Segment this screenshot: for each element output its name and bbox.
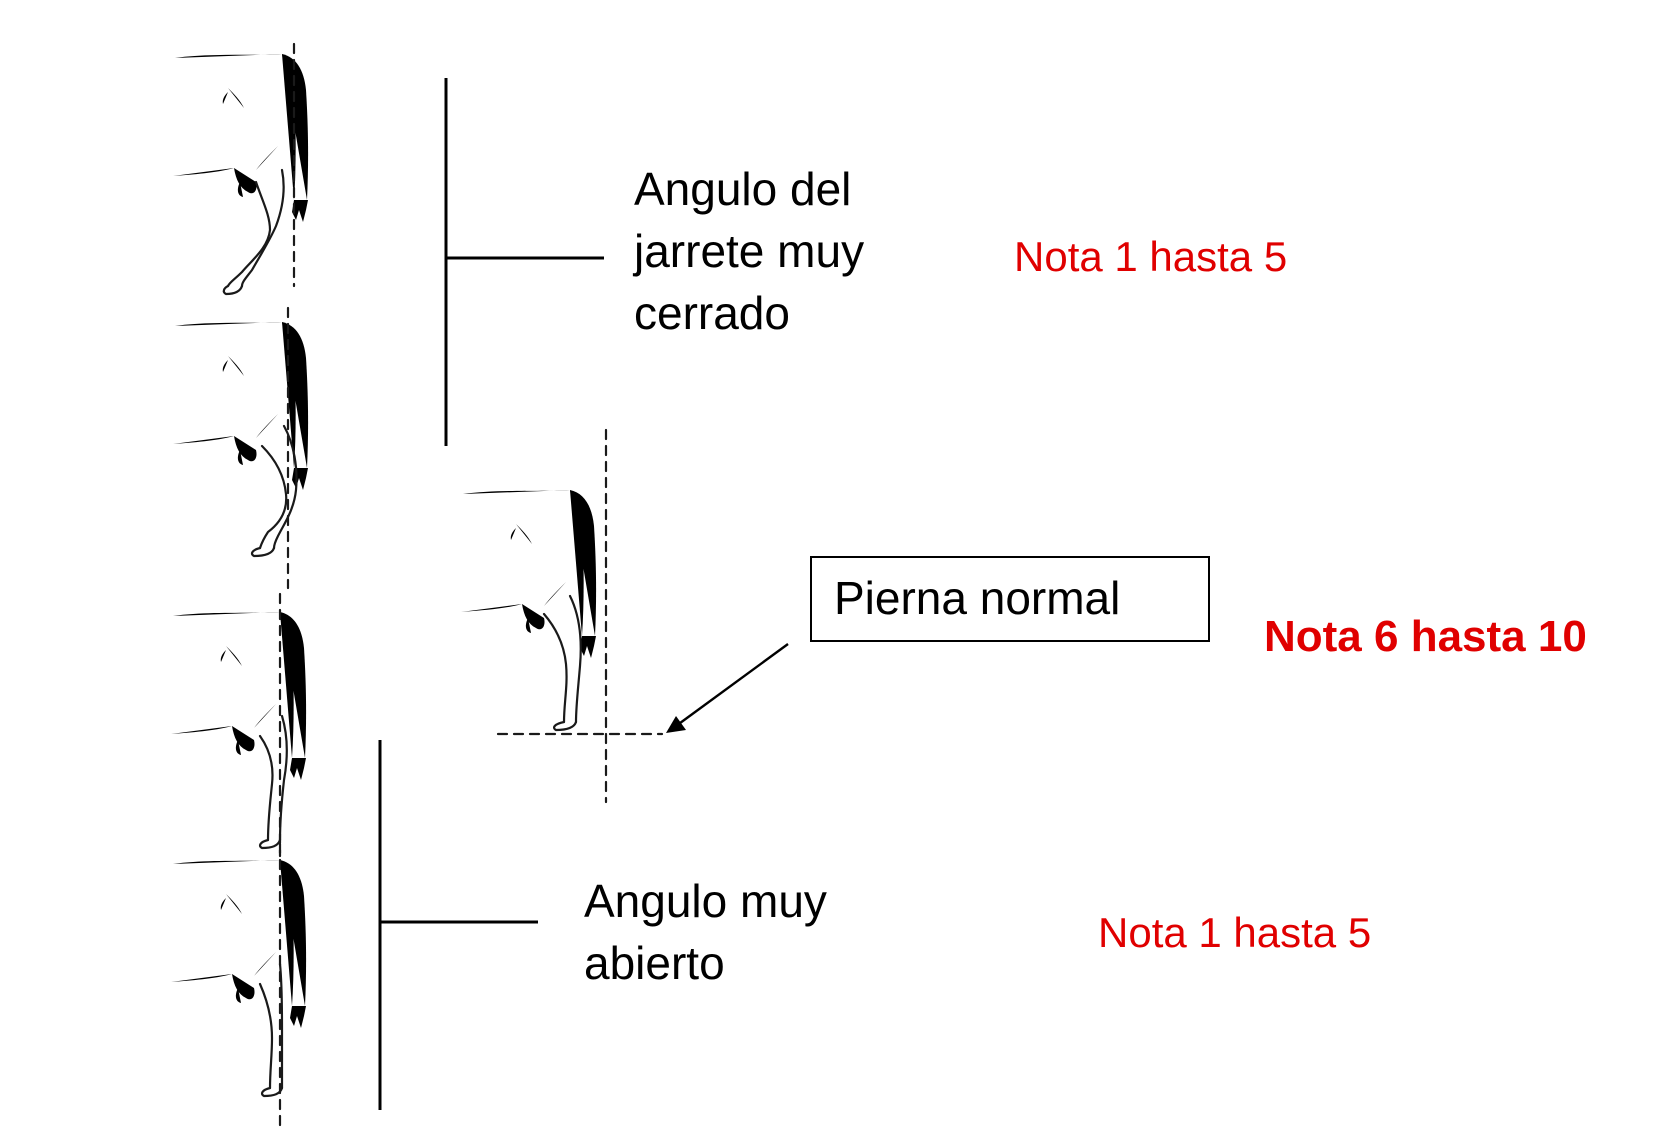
score-open-angle: Nota 1 hasta 5: [1098, 909, 1372, 956]
closed-angle-label-line-1: Angulo del: [634, 163, 852, 215]
open-angle-label-line-1: Angulo muy: [584, 875, 827, 927]
open-angle-label-line-2: abierto: [584, 937, 725, 989]
normal-leg-box: Pierna normal: [810, 556, 1210, 642]
cow-closed-hock-1: [173, 42, 309, 296]
cow-open-hock-1: [171, 592, 307, 858]
closed-angle-label-line-2: jarrete muy: [634, 225, 865, 277]
score-closed-angle: Nota 1 hasta 5: [1014, 233, 1288, 280]
score-normal-leg: Nota 6 hasta 10: [1264, 612, 1587, 661]
normal-leg-label: Pierna normal: [834, 572, 1121, 624]
cow-normal-leg: [461, 428, 664, 804]
cow-open-hock-2: [171, 842, 307, 1134]
cow-closed-hock-2: [173, 306, 309, 590]
open-angle-label: Angulo muy abierto: [584, 870, 827, 994]
closed-angle-label: Angulo del jarrete muy cerrado: [634, 158, 864, 344]
closed-angle-label-line-3: cerrado: [634, 287, 790, 339]
pointer-arrow: [666, 643, 789, 733]
